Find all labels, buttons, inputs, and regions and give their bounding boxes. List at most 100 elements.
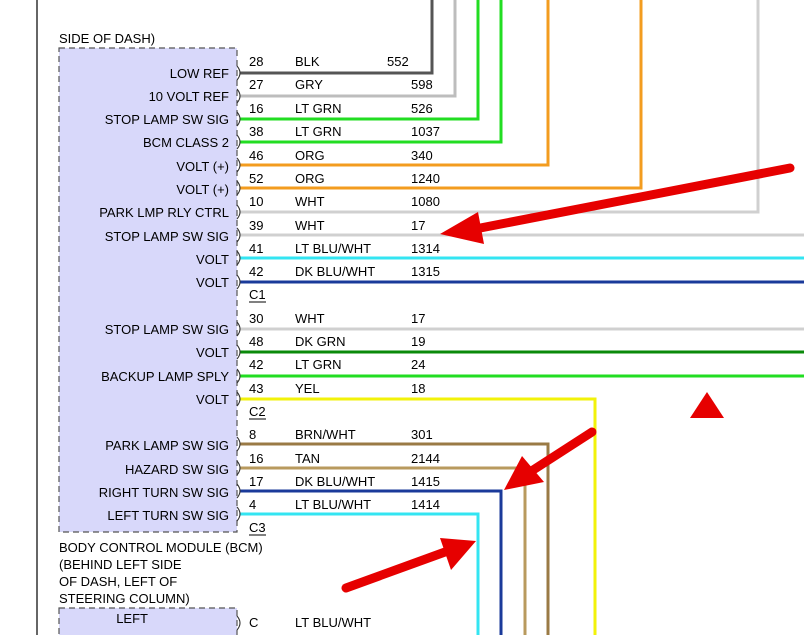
wire-526 bbox=[240, 0, 480, 121]
pin-label: RIGHT TURN SW SIG bbox=[99, 485, 229, 500]
pin-label: VOLT bbox=[196, 252, 229, 267]
pin-label: VOLT bbox=[196, 275, 229, 290]
wire-color: LT BLU/WHT bbox=[295, 241, 371, 256]
bcm-module-box bbox=[58, 47, 238, 533]
wires bbox=[240, 0, 804, 635]
pin-number: 38 bbox=[249, 124, 263, 139]
pin-label: STOP LAMP SW SIG bbox=[105, 322, 229, 337]
warning-triangle-icon bbox=[690, 392, 724, 418]
pin-bracket bbox=[236, 506, 241, 522]
header-text: SIDE OF DASH) bbox=[59, 31, 155, 46]
pin-label: PARK LAMP SW SIG bbox=[105, 438, 229, 453]
pin-number: 28 bbox=[249, 54, 263, 69]
wire-1080 bbox=[240, 0, 760, 214]
pin-bracket bbox=[236, 111, 241, 127]
pin-bracket bbox=[236, 250, 241, 266]
pin-number: 10 bbox=[249, 194, 263, 209]
wire-color: DK GRN bbox=[295, 334, 346, 349]
circuit-number: 24 bbox=[411, 357, 425, 372]
pin-number: 42 bbox=[249, 357, 263, 372]
module-title-line: STEERING COLUMN) bbox=[59, 591, 190, 606]
pin-label: LOW REF bbox=[170, 66, 229, 81]
red-arrow-1 bbox=[465, 163, 795, 235]
circuit-number: 1314 bbox=[411, 241, 440, 256]
pin-bracket bbox=[236, 436, 241, 452]
wire-color: LT GRN bbox=[295, 101, 341, 116]
pin-number: 46 bbox=[249, 148, 263, 163]
wire-1414 bbox=[240, 512, 480, 635]
pin-bracket bbox=[236, 460, 241, 476]
connector-label-c2: C2 bbox=[249, 404, 266, 419]
circuit-number: 340 bbox=[411, 148, 433, 163]
circuit-number: 1080 bbox=[411, 194, 440, 209]
circuit-number: 17 bbox=[411, 218, 425, 233]
circuit-number: 2144 bbox=[411, 451, 440, 466]
pin-number: 52 bbox=[249, 171, 263, 186]
arrowhead-icon bbox=[440, 212, 484, 244]
pin-label: VOLT (+) bbox=[176, 159, 229, 174]
pin-bracket bbox=[236, 65, 241, 81]
wire-color: WHT bbox=[295, 311, 325, 326]
wire-color: LT BLU/WHT bbox=[295, 497, 371, 512]
wire-color: WHT bbox=[295, 218, 325, 233]
circuit-number: 18 bbox=[411, 381, 425, 396]
circuit-number: 526 bbox=[411, 101, 433, 116]
wire-598 bbox=[240, 0, 457, 98]
wire-340 bbox=[240, 0, 550, 167]
pin-number: 48 bbox=[249, 334, 263, 349]
arrowhead-icon bbox=[504, 456, 544, 490]
wire-1415 bbox=[240, 489, 503, 635]
module-title-line: (BEHIND LEFT SIDE bbox=[59, 557, 182, 572]
pin-bracket bbox=[236, 615, 241, 631]
pin-number: 16 bbox=[249, 451, 263, 466]
wire-color: DK BLU/WHT bbox=[295, 264, 375, 279]
wire-color: LT GRN bbox=[295, 357, 341, 372]
circuit-number: 301 bbox=[411, 427, 433, 442]
wire-color: LT GRN bbox=[295, 124, 341, 139]
red-arrow-3 bbox=[341, 547, 450, 593]
pin-number: 17 bbox=[249, 474, 263, 489]
pin-number: 16 bbox=[249, 101, 263, 116]
pin-bracket bbox=[236, 483, 241, 499]
wire-color: BRN/WHT bbox=[295, 427, 356, 442]
pin-number: 8 bbox=[249, 427, 256, 442]
pin-label: VOLT bbox=[196, 392, 229, 407]
pin-label: STOP LAMP SW SIG bbox=[105, 112, 229, 127]
pin-number: 41 bbox=[249, 241, 263, 256]
wire-color: BLK bbox=[295, 54, 320, 69]
circuit-number: 19 bbox=[411, 334, 425, 349]
circuit-number: 1414 bbox=[411, 497, 440, 512]
wire-color: ORG bbox=[295, 171, 325, 186]
pin-number: 39 bbox=[249, 218, 263, 233]
wire-18 bbox=[240, 397, 597, 635]
wire-color: ORG bbox=[295, 148, 325, 163]
pin-label: LEFT bbox=[116, 611, 148, 626]
bottom-row: LEFT C LT BLU/WHT bbox=[116, 611, 371, 630]
pin-bracket bbox=[236, 391, 241, 407]
pin-label: PARK LMP RLY CTRL bbox=[99, 205, 229, 220]
pin-bracket bbox=[236, 227, 241, 243]
wire-552 bbox=[240, 0, 434, 75]
pin-bracket bbox=[236, 274, 241, 290]
wire-301 bbox=[240, 442, 550, 635]
pin-number: 42 bbox=[249, 264, 263, 279]
pin-brackets bbox=[236, 65, 241, 631]
pin-number: 43 bbox=[249, 381, 263, 396]
pin-label: BCM CLASS 2 bbox=[143, 135, 229, 150]
pin-label: HAZARD SW SIG bbox=[125, 462, 229, 477]
pin-label: VOLT bbox=[196, 345, 229, 360]
circuit-number: 1315 bbox=[411, 264, 440, 279]
pin-label: LEFT TURN SW SIG bbox=[107, 508, 229, 523]
connector-label-c1: C1 bbox=[249, 287, 266, 302]
circuit-number: 552 bbox=[387, 54, 409, 69]
connector-c3: PARK LAMP SW SIG 8 BRN/WHT 301 HAZARD SW… bbox=[99, 427, 440, 536]
pin-number: C bbox=[249, 615, 258, 630]
wire-color: TAN bbox=[295, 451, 320, 466]
module-title-line: OF DASH, LEFT OF bbox=[59, 574, 177, 589]
pin-number: 4 bbox=[249, 497, 256, 512]
wire-color: YEL bbox=[295, 381, 320, 396]
wire-color: LT BLU/WHT bbox=[295, 615, 371, 630]
circuit-number: 1240 bbox=[411, 171, 440, 186]
pin-number: 27 bbox=[249, 77, 263, 92]
